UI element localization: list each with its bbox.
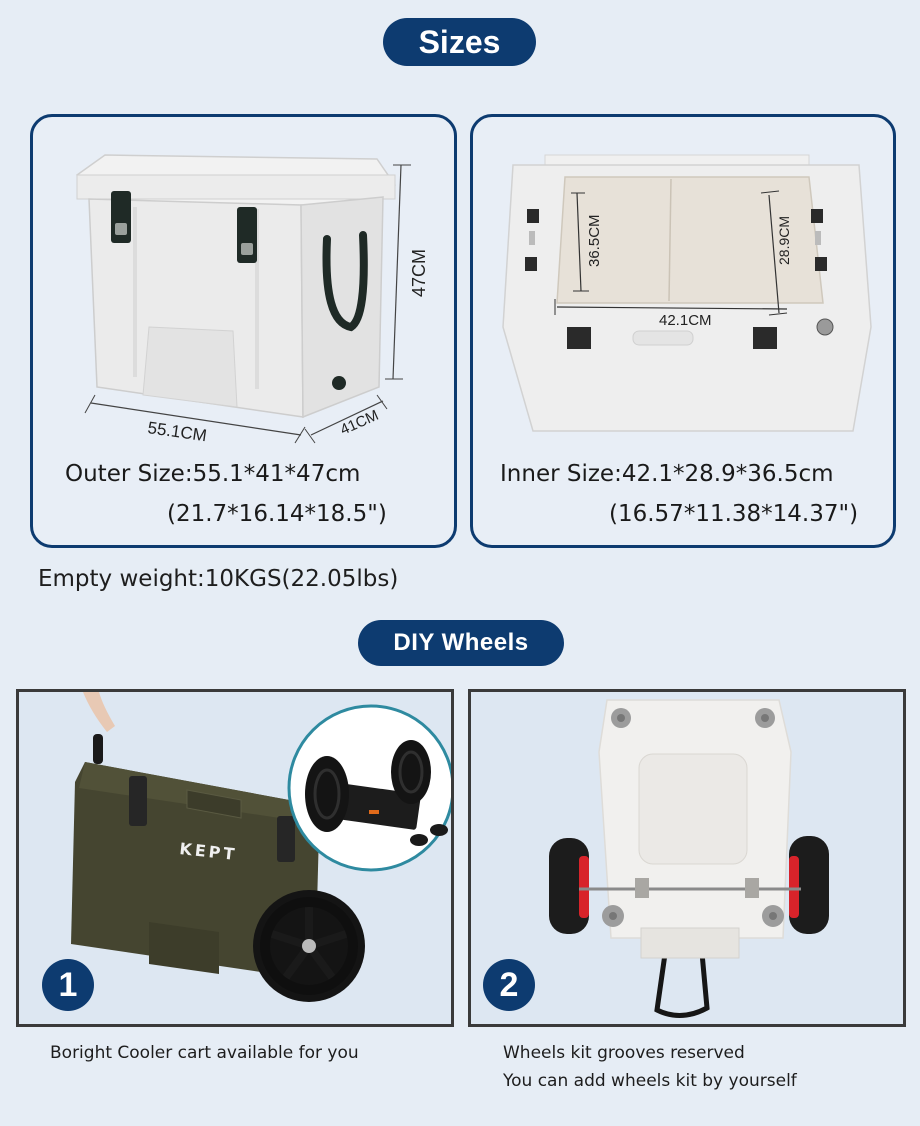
green-cooler-with-cart-illustration: KEPT bbox=[71, 692, 451, 1002]
outer-size-card: 47CM 55.1CM 41CM Outer Size:55.1*41*47cm… bbox=[30, 114, 457, 548]
inner-width-label: 28.9CM bbox=[776, 216, 792, 265]
caption-grooves-reserved: Wheels kit grooves reserved bbox=[503, 1043, 745, 1063]
step-badge-2: 2 bbox=[483, 959, 535, 1011]
outer-cooler-illustration: 47CM 55.1CM 41CM bbox=[75, 154, 429, 445]
outer-length-label: 55.1CM bbox=[146, 418, 208, 445]
wheels-section-title: DIY Wheels bbox=[358, 620, 564, 666]
inner-length-label: 42.1CM bbox=[659, 312, 712, 329]
inner-size-cm: Inner Size:42.1*28.9*36.5cm bbox=[500, 461, 834, 487]
cooler-underside-illustration bbox=[549, 699, 829, 1018]
inner-depth-label: 36.5CM bbox=[586, 214, 603, 267]
inner-cooler-illustration: 36.5CM 28.9CM 42.1CM bbox=[502, 154, 872, 432]
cooler-cart-photo: KEPT 1 bbox=[16, 689, 454, 1027]
inner-size-inches: (16.57*11.38*14.37") bbox=[609, 501, 859, 527]
caption-cart-available: Boright Cooler cart available for you bbox=[50, 1043, 359, 1063]
sizes-section-title: Sizes bbox=[383, 18, 536, 66]
step-badge-1: 1 bbox=[42, 959, 94, 1011]
outer-size-cm: Outer Size:55.1*41*47cm bbox=[65, 461, 361, 487]
inner-size-card: 36.5CM 28.9CM 42.1CM Inner Size:42.1*28.… bbox=[470, 114, 896, 548]
empty-weight: Empty weight:10KGS(22.05lbs) bbox=[38, 566, 399, 592]
caption-add-wheels-kit: You can add wheels kit by yourself bbox=[503, 1071, 797, 1091]
outer-size-inches: (21.7*16.14*18.5") bbox=[167, 501, 387, 527]
outer-height-label: 47CM bbox=[409, 249, 429, 297]
wheels-grooves-photo: 2 bbox=[468, 689, 906, 1027]
